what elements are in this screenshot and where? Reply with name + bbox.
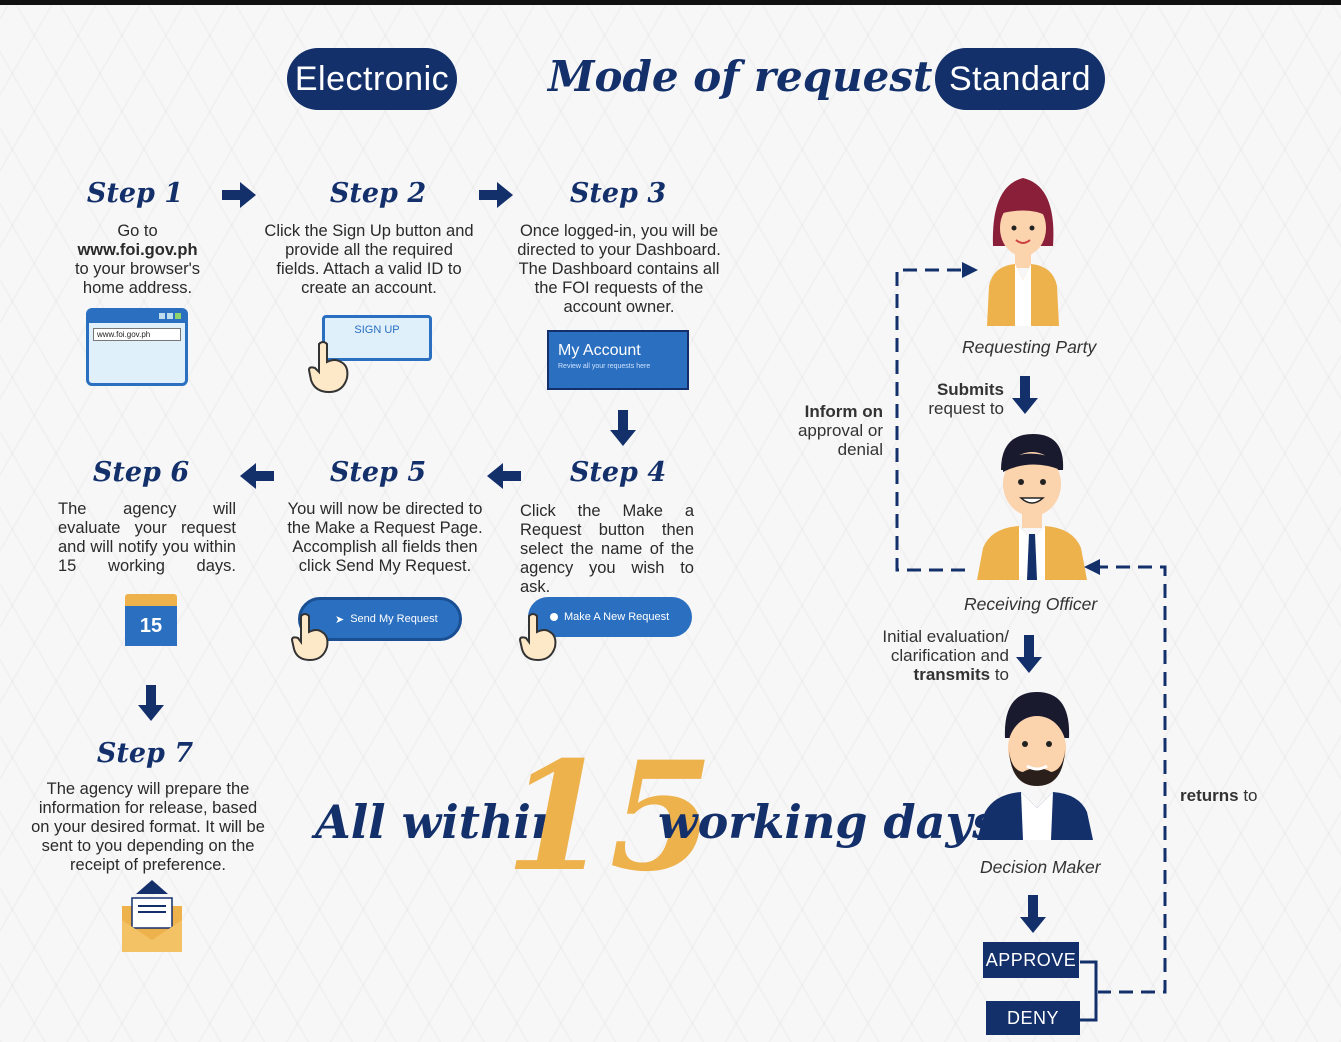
step-3-title: Step 3 bbox=[569, 178, 667, 209]
signup-button-mock: SIGN UP bbox=[322, 315, 432, 361]
step-2-text: Click the Sign Up button and provide all… bbox=[264, 222, 474, 297]
step-7-text: The agency will prepare the information … bbox=[31, 780, 265, 874]
returns-label: returns to bbox=[1180, 786, 1258, 805]
calendar-day: 15 bbox=[125, 606, 177, 646]
arrow-down-icon bbox=[1012, 376, 1038, 414]
decision-maker-avatar bbox=[977, 692, 1093, 840]
browser-url-bar: www.foi.gov.ph bbox=[93, 328, 181, 341]
step-5-title: Step 5 bbox=[329, 457, 427, 488]
returns-bold: returns bbox=[1180, 786, 1239, 805]
signup-label: SIGN UP bbox=[354, 324, 400, 336]
hand-pointer-icon bbox=[307, 341, 349, 394]
arrow-down-icon bbox=[1016, 635, 1042, 673]
arrow-down-icon bbox=[1020, 895, 1046, 933]
arrow-right-icon bbox=[222, 182, 256, 208]
step-1-line-1: Go to bbox=[117, 222, 158, 240]
arrow-down-icon bbox=[138, 685, 164, 721]
inform-rest-1: approval or bbox=[797, 421, 883, 440]
hand-pointer-icon bbox=[290, 613, 329, 662]
requesting-party-avatar bbox=[987, 178, 1059, 326]
transmits-rest: to bbox=[994, 665, 1009, 684]
step-1-title: Step 1 bbox=[86, 178, 184, 209]
arrow-left-icon bbox=[487, 463, 521, 489]
approve-box: APPROVE bbox=[983, 942, 1079, 978]
step-3-text: Once logged-in, you will be directed to … bbox=[517, 222, 721, 316]
requesting-party-label: Requesting Party bbox=[962, 337, 1097, 357]
my-account-card: My Account Review all your requests here bbox=[547, 330, 689, 390]
inform-bold: Inform on bbox=[804, 402, 883, 421]
step-1-text: Go to www.foi.gov.ph to your browser's h… bbox=[55, 222, 220, 298]
send-icon: ➤ bbox=[335, 613, 345, 626]
standard-pill: Standard bbox=[935, 48, 1105, 110]
step-7-title: Step 7 bbox=[96, 738, 194, 769]
arrow-left-icon bbox=[240, 463, 274, 489]
initial-line-2: clarification and bbox=[890, 646, 1009, 665]
arrow-down-icon bbox=[610, 410, 636, 446]
deny-box: DENY bbox=[986, 1001, 1080, 1035]
plus-icon bbox=[550, 613, 558, 621]
transmits-bold: transmits bbox=[913, 665, 991, 684]
envelope-icon bbox=[122, 880, 182, 952]
receiving-officer-label: Receiving Officer bbox=[964, 594, 1098, 614]
my-account-sub: Review all your requests here bbox=[558, 363, 651, 370]
returns-rest: to bbox=[1243, 786, 1258, 805]
step-1-url: www.foi.gov.ph bbox=[77, 241, 198, 259]
calendar-icon: 15 bbox=[125, 594, 177, 648]
submits-label: Submits request to bbox=[924, 380, 1004, 418]
banner-working-days: working days bbox=[658, 795, 999, 849]
hand-pointer-icon bbox=[518, 613, 557, 662]
my-account-label: My Account bbox=[558, 342, 641, 359]
step-5-text: You will now be directed to the Make a R… bbox=[287, 500, 483, 575]
step-1-line-3: to your browser's bbox=[74, 260, 201, 278]
banner-all-within: All within bbox=[315, 795, 565, 849]
step-4-text: Click the Make a Request button then sel… bbox=[520, 502, 694, 596]
electronic-pill: Electronic bbox=[287, 48, 457, 110]
send-request-label: Send My Request bbox=[350, 613, 438, 625]
arrow-right-icon bbox=[479, 182, 513, 208]
inform-label: Inform on approval or denial bbox=[780, 402, 883, 459]
make-request-label: Make A New Request bbox=[564, 611, 670, 623]
browser-window-icon: www.foi.gov.ph bbox=[86, 308, 188, 386]
initial-evaluation-label: Initial evaluation/ clarification and tr… bbox=[872, 627, 1009, 684]
top-border bbox=[0, 0, 1341, 5]
submits-bold: Submits bbox=[936, 380, 1004, 399]
decision-maker-label: Decision Maker bbox=[980, 857, 1101, 877]
submits-rest: request to bbox=[928, 399, 1004, 418]
make-request-button-mock: Make A New Request bbox=[528, 597, 692, 637]
initial-line-1: Initial evaluation/ bbox=[882, 627, 1009, 646]
step-6-text: The agency will evaluate your request an… bbox=[58, 500, 236, 575]
step-6-title: Step 6 bbox=[92, 457, 190, 488]
inform-rest-2: denial bbox=[837, 440, 883, 459]
page-title: Mode of request bbox=[548, 52, 933, 101]
step-2-title: Step 2 bbox=[329, 178, 427, 209]
receiving-officer-avatar bbox=[977, 434, 1087, 580]
step-4-title: Step 4 bbox=[569, 457, 667, 488]
step-1-line-4: home address. bbox=[82, 279, 193, 297]
banner-number: 15 bbox=[505, 729, 714, 905]
